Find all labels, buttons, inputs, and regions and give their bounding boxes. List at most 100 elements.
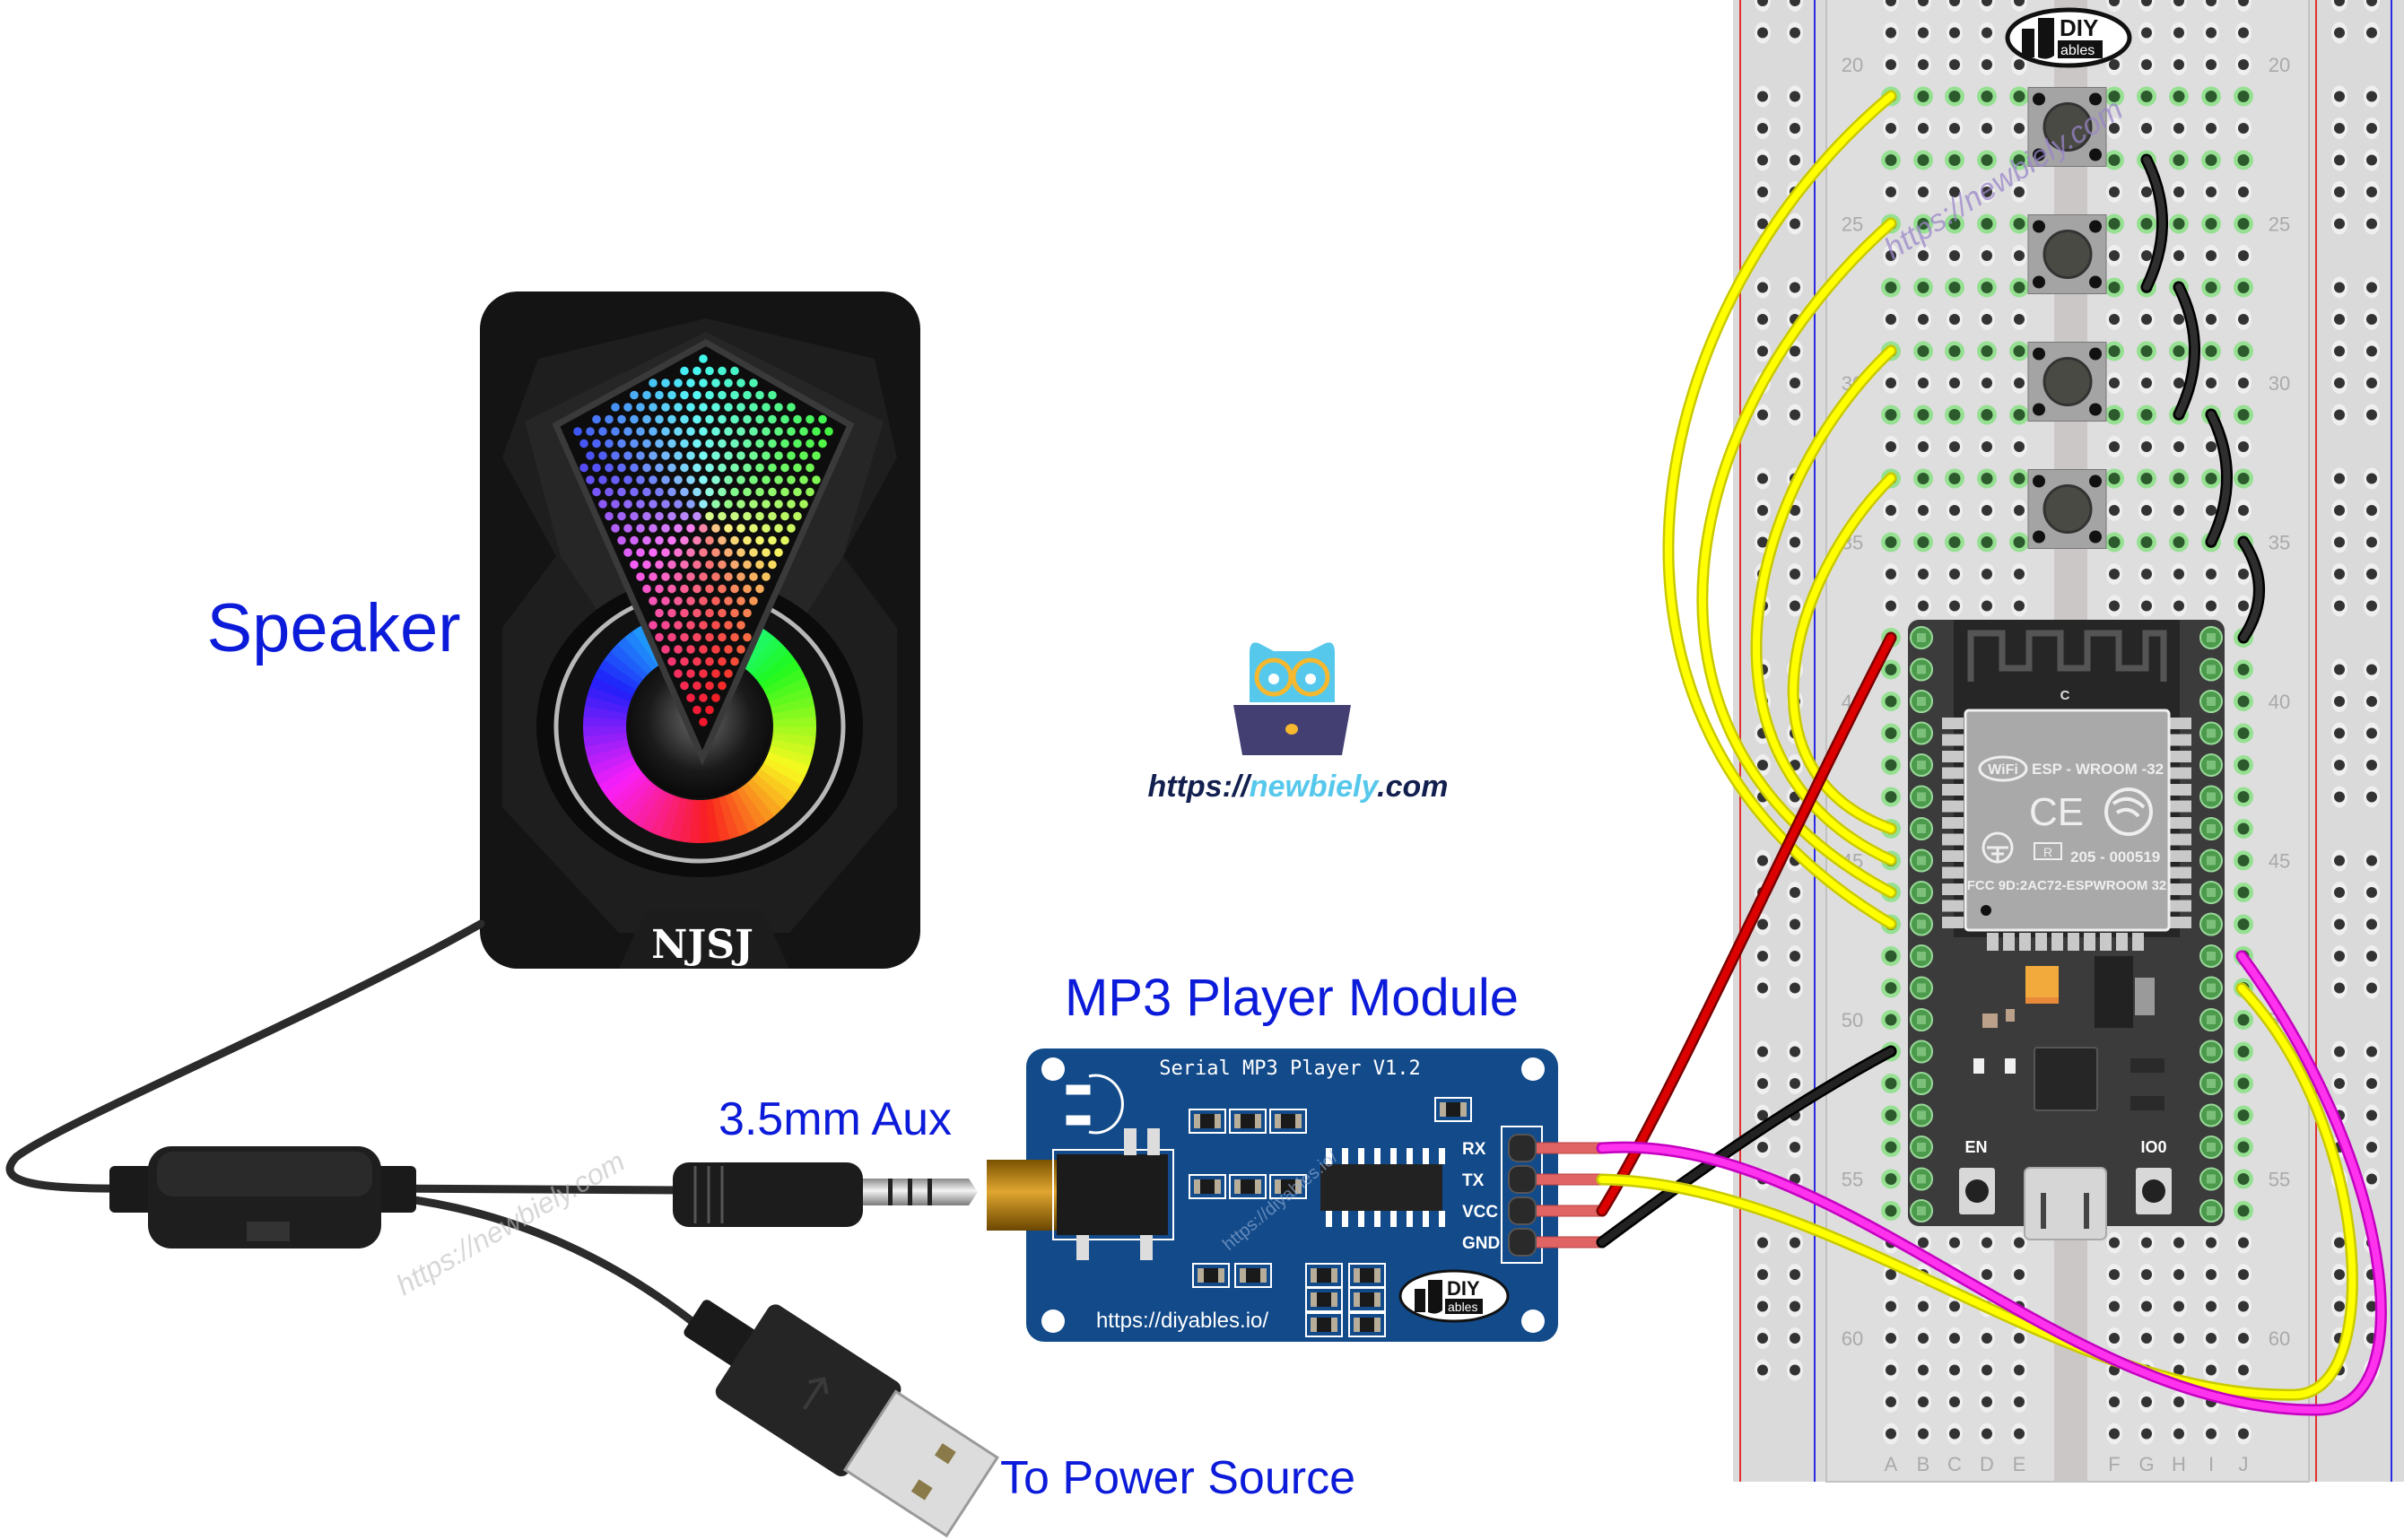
button-cap[interactable] [2043, 102, 2093, 152]
grille-dot [774, 451, 783, 460]
column-label: D [1980, 1453, 1994, 1475]
grille-dot [592, 439, 601, 448]
grille-dot [655, 535, 664, 545]
push-button-4[interactable] [2027, 469, 2107, 549]
grille-dot [736, 572, 745, 581]
grille-dot [787, 451, 796, 460]
grille-dot [636, 475, 645, 484]
grille-dot [755, 439, 764, 448]
audio-jack[interactable] [1057, 1154, 1168, 1235]
grille-dot [806, 439, 814, 448]
inline-volume-control[interactable] [109, 1146, 416, 1249]
pin-vcc[interactable] [1508, 1196, 1537, 1225]
grille-dot [655, 390, 664, 400]
grille-dot [617, 463, 626, 473]
audio-jack-barrel [987, 1160, 1058, 1231]
push-button-1[interactable] [2027, 87, 2107, 167]
grille-dot [630, 511, 639, 521]
grille-dot [661, 548, 670, 557]
push-button-3[interactable] [2027, 342, 2107, 422]
ring-segment [699, 799, 710, 843]
aux-plug[interactable] [673, 1162, 978, 1227]
ring-segment [587, 744, 631, 767]
grille-dot [724, 403, 733, 412]
io0-button[interactable] [2136, 1168, 2172, 1214]
esp32-fcc-id: FCC 9D:2AC72-ESPWROOM 32 [1967, 878, 2167, 893]
grille-dot [680, 390, 689, 400]
grille-dot [642, 511, 651, 521]
grille-dot [730, 584, 739, 594]
grille-dot [642, 390, 651, 400]
pin-gnd[interactable] [1508, 1228, 1537, 1257]
grille-dot [611, 500, 620, 509]
pin-rx[interactable] [1508, 1134, 1537, 1162]
grille-dot [743, 390, 752, 400]
ring-segment [730, 790, 758, 833]
button-cap[interactable] [2043, 230, 2093, 279]
micro-usb-port[interactable] [2024, 1167, 2107, 1240]
grille-dot [718, 487, 727, 497]
grille-dot [630, 439, 639, 448]
grille-dot [787, 427, 796, 436]
newbiely-logo[interactable]: https://newbiely.com [1147, 642, 1449, 804]
push-button-2[interactable] [2027, 214, 2107, 294]
grille-dot [667, 535, 676, 545]
grille-dot [661, 524, 670, 533]
grille-dot [692, 511, 701, 521]
grille-dot [642, 463, 651, 473]
grille-dot [674, 403, 683, 412]
grille-dot [686, 524, 695, 533]
grille-dot [730, 463, 739, 473]
usb-a-plug[interactable] [663, 1269, 1002, 1540]
grille-dot [667, 584, 676, 594]
grille-dot [774, 403, 783, 412]
grille-dot [680, 535, 689, 545]
grille-dot [743, 439, 752, 448]
grille-dot [623, 403, 632, 412]
voltage-regulator [2095, 956, 2133, 1028]
grille-dot [649, 427, 658, 436]
grille-dot [718, 439, 727, 448]
wifi-logo-text: WiFi [1988, 762, 2018, 778]
grille-dot [692, 463, 701, 473]
en-button[interactable] [1959, 1168, 1995, 1214]
grille-dot [711, 621, 720, 630]
grille-dot [649, 572, 658, 581]
pin-tx[interactable] [1508, 1165, 1537, 1194]
row-label: 55 [1842, 1169, 1863, 1191]
grille-dot [793, 414, 802, 424]
grille-dot [749, 403, 758, 412]
grille-dot [699, 621, 708, 630]
grille-dot [667, 511, 676, 521]
grille-dot [605, 414, 614, 424]
row-label: 60 [2269, 1327, 2290, 1350]
button-cap[interactable] [2043, 357, 2093, 406]
grille-dot [680, 414, 689, 424]
grille-dot [636, 500, 645, 509]
grille-dot [692, 390, 701, 400]
grille-dot [743, 535, 752, 545]
row-label: 30 [2269, 372, 2290, 395]
row-label: 60 [1842, 1327, 1863, 1350]
grille-dot [699, 524, 708, 533]
ring-segment [678, 798, 693, 843]
grille-dot [743, 463, 752, 473]
grille-dot [655, 439, 664, 448]
column-label: E [2013, 1453, 2026, 1475]
aux-plug-grip [673, 1162, 863, 1227]
volume-wheel[interactable] [247, 1222, 290, 1241]
button-cap[interactable] [2043, 484, 2093, 534]
ring-segment [751, 644, 789, 680]
grille-dot [674, 572, 683, 581]
grille-dot [661, 403, 670, 412]
grille-dot [692, 487, 701, 497]
grille-dot [755, 560, 764, 570]
grille-dot [605, 439, 614, 448]
grille-dot [705, 463, 714, 473]
grille-dot [630, 560, 639, 570]
mp3-board-url: https://diyables.io/ [1096, 1309, 1268, 1333]
grille-dot [579, 439, 588, 448]
grille-dot [699, 451, 708, 460]
pin-header [1501, 1126, 1543, 1264]
grille-dot [787, 403, 796, 412]
